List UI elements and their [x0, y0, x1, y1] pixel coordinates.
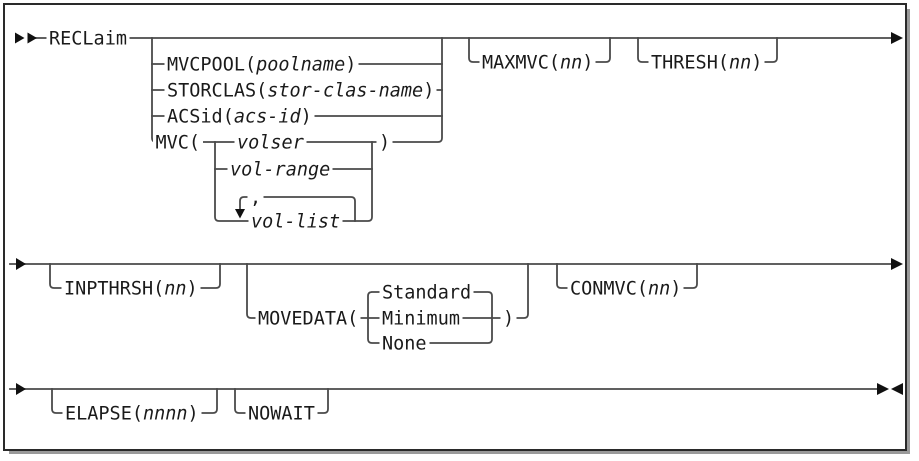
repeat-separator-comma: ,	[247, 188, 264, 209]
label-mask	[255, 309, 361, 327]
start-arrow-icon	[27, 32, 37, 44]
option-label: Minimum	[382, 309, 460, 330]
option-none: None	[379, 334, 430, 355]
param-thresh: THRESH(nn)	[648, 53, 765, 74]
diagram-border	[3, 3, 907, 451]
operand-label: volser	[237, 133, 305, 154]
param-label: MOVEDATA(	[258, 309, 358, 330]
operand-label: vol-range	[230, 160, 330, 181]
param-conmvc: CONMVC(nn)	[567, 279, 684, 300]
label-mask	[247, 188, 264, 206]
param-inpthrsh: INPTHRSH(nn)	[61, 279, 201, 300]
label-mask	[227, 160, 333, 178]
label-mask	[234, 133, 307, 151]
row2-continue-arrow-icon	[891, 258, 903, 270]
row3-start-arrow-icon	[16, 383, 26, 395]
param-label: )	[503, 309, 514, 330]
label-mask	[376, 133, 393, 151]
param-mvcpool: MVCPOOL(poolname)	[164, 55, 359, 76]
param-mvc-close: )	[376, 133, 393, 154]
param-movedata-open: MOVEDATA(	[255, 309, 361, 330]
command-label: RECLaim	[49, 29, 127, 50]
option-label: Standard	[382, 283, 471, 304]
param-label: THRESH(nn)	[651, 53, 762, 74]
param-label: NOWAIT	[248, 404, 315, 425]
param-label: MVCPOOL(poolname)	[167, 55, 356, 76]
param-label: )	[379, 133, 390, 154]
param-maxmvc: MAXMVC(nn)	[479, 53, 596, 74]
option-minimum: Minimum	[379, 309, 463, 330]
label-mask	[500, 309, 517, 327]
label-mask	[164, 81, 437, 99]
param-label: MAXMVC(nn)	[482, 53, 593, 74]
label-mask	[248, 212, 343, 230]
labels: RECLaim MVCPOOL(poolname) STORCLAS(stor-…	[46, 29, 765, 425]
label-mask	[153, 133, 203, 151]
label-mask	[245, 404, 318, 422]
separator-label: ,	[250, 188, 261, 209]
keyword-reclaim: RECLaim	[46, 29, 130, 50]
param-label: CONMVC(nn)	[570, 279, 681, 300]
label-mask	[567, 279, 684, 297]
rail-repeat-loop	[239, 196, 356, 222]
label-mask	[379, 309, 463, 327]
row2-start-arrow-icon	[16, 258, 26, 270]
label-mask	[479, 53, 596, 71]
param-storclas: STORCLAS(stor-clas-name)	[164, 81, 437, 102]
option-standard: Standard	[379, 283, 474, 304]
param-label: STORCLAS(stor-clas-name)	[167, 81, 434, 102]
param-movedata-close: )	[500, 309, 517, 330]
param-label: ACSid(acs-id)	[167, 107, 312, 128]
end-arrow-left-icon	[891, 383, 903, 395]
label-mask	[379, 283, 474, 301]
frame-shadow-bottom	[9, 451, 910, 454]
param-nowait: NOWAIT	[245, 404, 318, 425]
operand-vol-list: vol-list	[248, 212, 343, 233]
operand-label: vol-list	[251, 212, 340, 233]
start-arrow-icon	[15, 32, 25, 44]
repeat-loop-arrow-icon	[235, 209, 245, 219]
row1-continue-arrow-icon	[891, 32, 903, 44]
label-mask	[164, 55, 359, 73]
operand-vol-range: vol-range	[227, 160, 333, 181]
flow-arrows	[15, 32, 903, 395]
label-mask	[46, 29, 130, 47]
param-label: MVC(	[156, 133, 201, 154]
label-mask	[61, 279, 201, 297]
option-label: None	[382, 334, 427, 355]
label-mask	[379, 334, 430, 352]
param-elapse: ELAPSE(nnnn)	[62, 404, 202, 425]
param-label: INPTHRSH(nn)	[64, 279, 198, 300]
operand-volser: volser	[234, 133, 307, 154]
label-mask	[164, 107, 315, 125]
param-mvc-open: MVC(	[153, 133, 203, 154]
end-arrow-right-icon	[877, 383, 889, 395]
frame-shadow-right	[907, 9, 910, 454]
label-mask	[648, 53, 765, 71]
rail-movedata-choice	[367, 291, 493, 344]
param-label: ELAPSE(nnnn)	[65, 404, 199, 425]
label-mask	[62, 404, 202, 422]
param-acsid: ACSid(acs-id)	[164, 107, 315, 128]
